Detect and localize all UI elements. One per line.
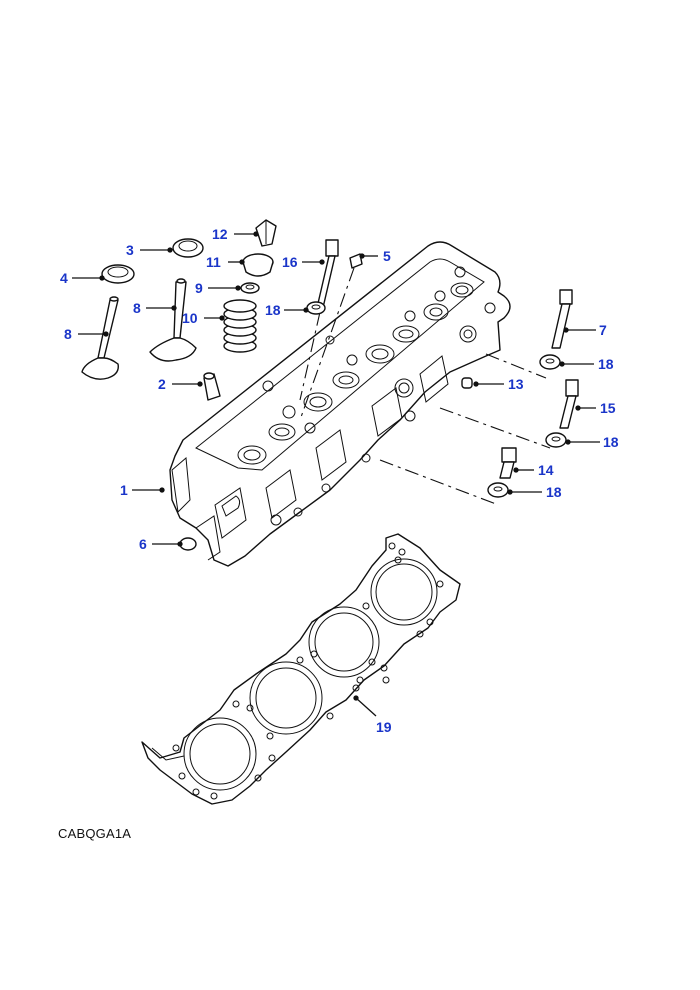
plug	[299, 253, 363, 421]
valve-seal-ring	[172, 238, 204, 258]
exhaust-valve	[81, 296, 119, 380]
callout-13: 13	[508, 376, 524, 392]
callout-18-c: 18	[603, 434, 619, 450]
callout-1: 1	[120, 482, 128, 498]
callout-2: 2	[158, 376, 166, 392]
head-bolt	[485, 289, 573, 379]
callout-5: 5	[383, 248, 391, 264]
head-gasket	[141, 533, 461, 805]
callout-15: 15	[600, 400, 616, 416]
valve-collet	[255, 219, 277, 247]
callout-8-a: 8	[133, 300, 141, 316]
leader-lines	[72, 231, 600, 717]
head-bolt	[439, 379, 579, 449]
callout-14: 14	[538, 462, 554, 478]
callout-labels: 1 2 3 4 5 6 7 8 8 9 10 11 12 13 14 15 16…	[60, 226, 619, 735]
callout-18-d: 18	[546, 484, 562, 500]
callout-18-a: 18	[265, 302, 281, 318]
cylinder-head	[169, 241, 511, 567]
callout-6: 6	[139, 536, 147, 552]
seal-ring	[101, 264, 135, 284]
callout-18-b: 18	[598, 356, 614, 372]
callout-19: 19	[376, 719, 392, 735]
washer	[306, 301, 326, 315]
dowel	[461, 377, 473, 389]
intake-valve	[149, 278, 197, 362]
valve-guide	[203, 372, 221, 401]
callout-11: 11	[206, 254, 221, 270]
head-bolt-short	[379, 447, 517, 505]
callout-16: 16	[282, 254, 298, 270]
callout-12: 12	[212, 226, 228, 242]
valve-spring	[223, 299, 257, 353]
reference-code: CABQGA1A	[58, 826, 132, 841]
callout-9: 9	[195, 280, 203, 296]
spring-cap	[242, 253, 274, 277]
spring-seat	[240, 282, 260, 294]
callout-7: 7	[599, 322, 607, 338]
head-bolt-long	[299, 239, 339, 401]
callout-8-b: 8	[64, 326, 72, 342]
callout-3: 3	[126, 242, 134, 258]
callout-10: 10	[182, 310, 198, 326]
callout-4: 4	[60, 270, 68, 286]
